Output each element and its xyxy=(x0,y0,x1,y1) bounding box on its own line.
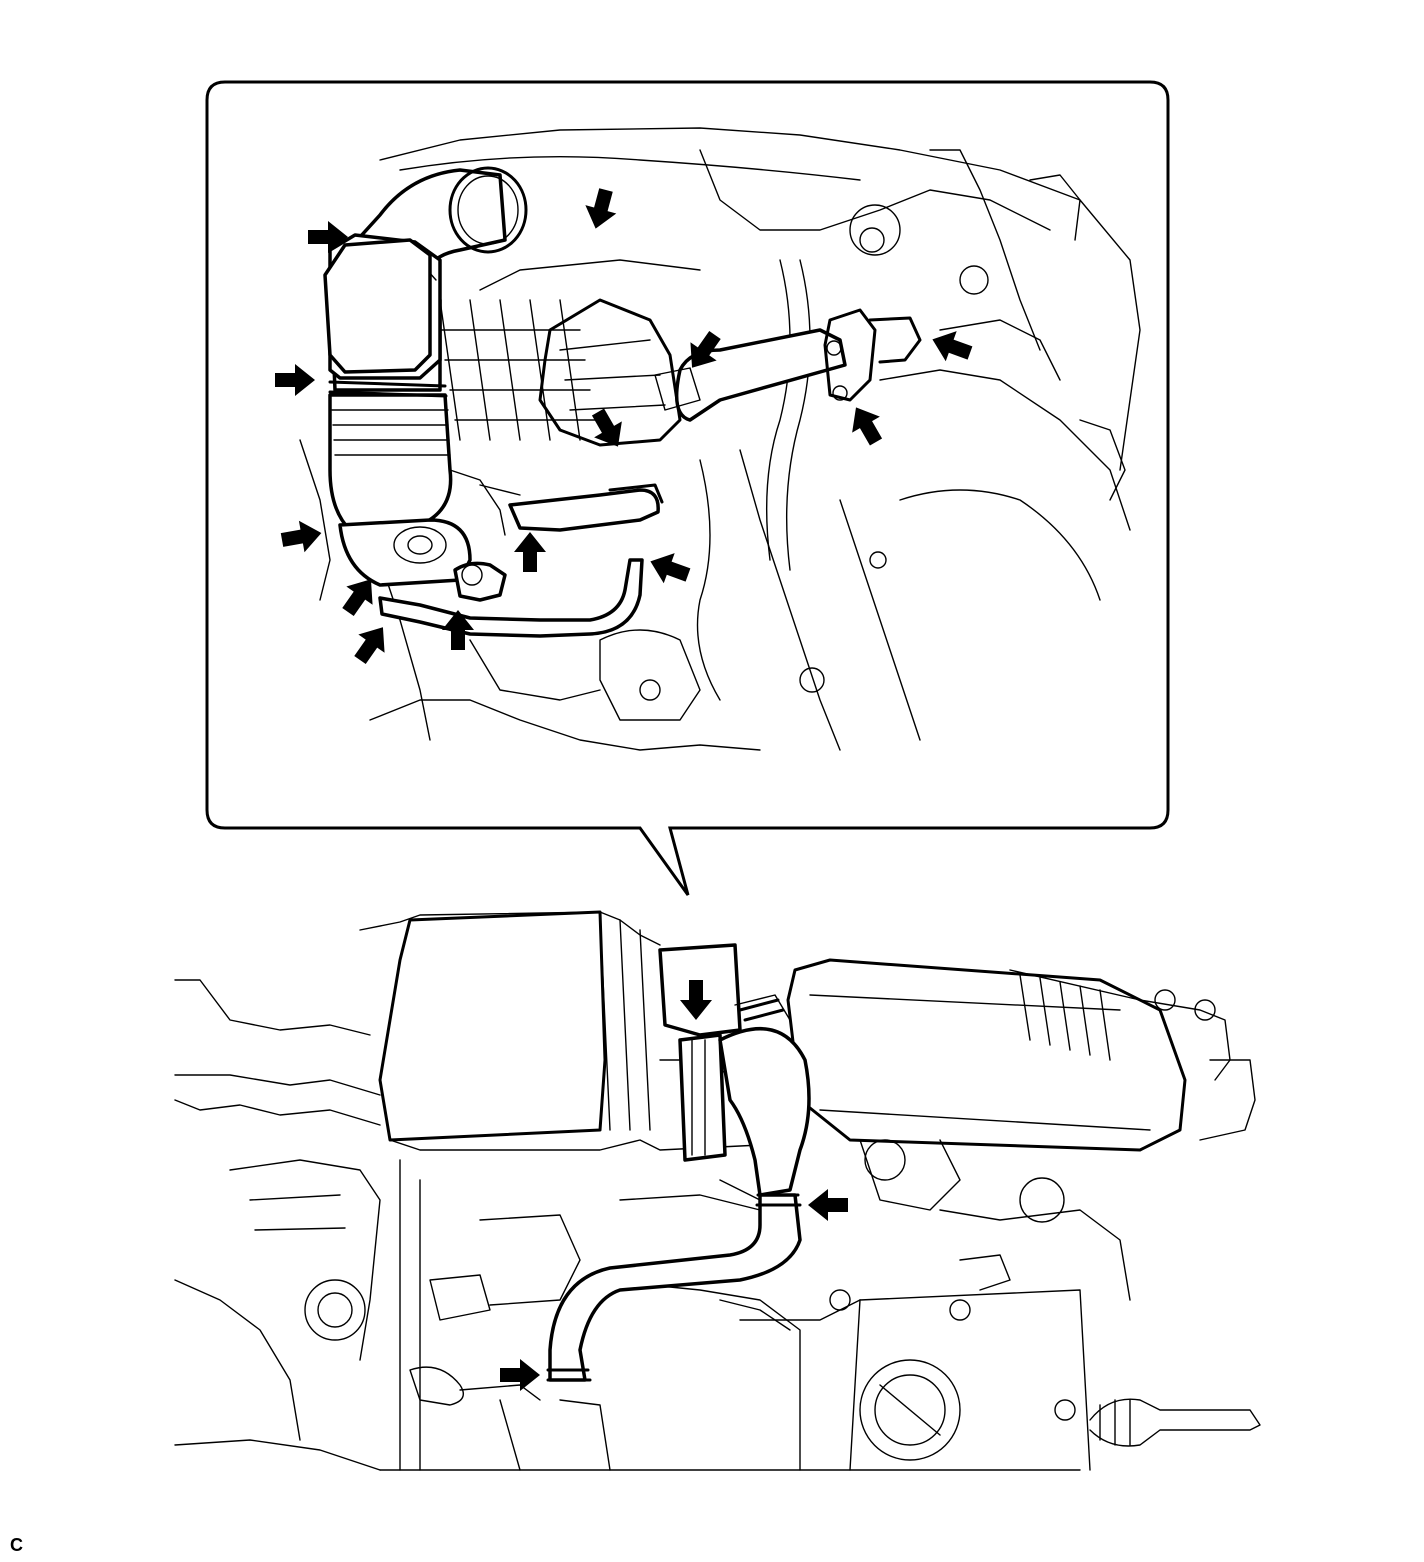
detail-engine-outline xyxy=(299,127,1141,751)
figure-corner-label: C xyxy=(10,1535,23,1555)
callout-arrow xyxy=(808,1189,848,1221)
detail-callout-box xyxy=(205,80,1170,896)
overview-intake-hose xyxy=(546,943,811,1382)
detail-ventilation-hose-right xyxy=(654,308,922,422)
detail-lower-hoses xyxy=(378,469,664,638)
detail-resonator xyxy=(323,238,432,374)
detail-intake-manifold xyxy=(538,298,682,447)
